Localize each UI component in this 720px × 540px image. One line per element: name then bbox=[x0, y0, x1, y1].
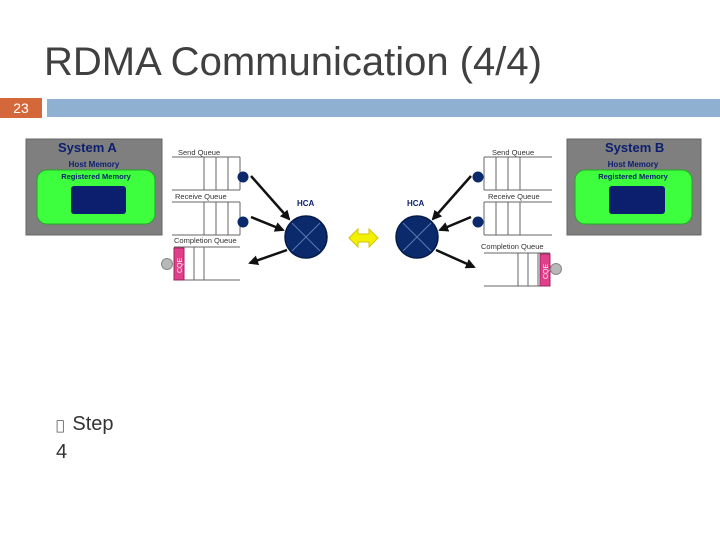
right-send-queue-dot bbox=[472, 171, 484, 183]
left-arrow-receive-to-hca bbox=[250, 215, 285, 232]
right-arrow-receive-to-hca bbox=[438, 215, 472, 232]
left-send-queue bbox=[172, 156, 241, 191]
right-receive-queue-dot bbox=[472, 216, 484, 228]
system-b: System B Host Memory Registered Memory bbox=[566, 138, 702, 236]
hca-link-arrow bbox=[348, 227, 379, 249]
slide-title: RDMA Communication (4/4) bbox=[44, 40, 542, 84]
left-receive-queue-label: Receive Queue bbox=[175, 192, 227, 201]
system-a-host-memory: Host Memory bbox=[69, 160, 120, 169]
system-a-buffer bbox=[71, 186, 126, 214]
right-cqe-entry bbox=[539, 253, 551, 287]
system-a: System A Host Memory Registered Memory bbox=[25, 138, 163, 236]
right-send-queue bbox=[483, 156, 552, 191]
right-hca: HCA bbox=[395, 199, 439, 259]
right-cqe-poll-dot bbox=[550, 263, 562, 275]
system-b-buffer bbox=[609, 186, 665, 214]
right-completion-queue bbox=[484, 252, 550, 287]
slide-number: 23 bbox=[0, 98, 42, 118]
left-cqe-entry bbox=[173, 247, 185, 281]
left-send-queue-dot bbox=[237, 171, 249, 183]
left-arrow-hca-to-completion bbox=[248, 248, 288, 266]
right-receive-queue-label: Receive Queue bbox=[488, 192, 540, 201]
left-receive-queue bbox=[172, 201, 241, 236]
system-a-title: System A bbox=[58, 140, 117, 155]
right-queues: Send Queue Receive Queue Completion Queu… bbox=[481, 148, 562, 287]
system-b-host-memory: Host Memory bbox=[608, 160, 659, 169]
right-hca-label: HCA bbox=[407, 199, 425, 208]
left-arrow-send-to-hca bbox=[250, 175, 291, 221]
left-send-queue-label: Send Queue bbox=[178, 148, 220, 157]
left-receive-queue-dot bbox=[237, 216, 249, 228]
left-hca-label: HCA bbox=[297, 199, 315, 208]
left-completion-queue-label: Completion Queue bbox=[174, 236, 237, 245]
right-receive-queue bbox=[483, 201, 552, 236]
left-cqe-label: CQE bbox=[177, 258, 184, 274]
right-completion-queue-label: Completion Queue bbox=[481, 242, 544, 251]
left-cqe-poll-dot bbox=[161, 258, 173, 270]
left-queues: Send Queue Receive Queue Completion Queu… bbox=[161, 148, 241, 281]
right-arrow-send-to-hca bbox=[431, 175, 472, 221]
bullet-text: Step bbox=[64, 413, 113, 435]
system-b-title: System B bbox=[605, 140, 664, 155]
right-send-queue-label: Send Queue bbox=[492, 148, 534, 157]
system-b-registered-memory-label: Registered Memory bbox=[598, 172, 668, 181]
bullet-symbol:  bbox=[56, 418, 64, 434]
right-cqe-label: CQE bbox=[543, 264, 550, 280]
left-hca: HCA bbox=[284, 199, 328, 259]
right-arrow-hca-to-completion bbox=[435, 248, 476, 269]
system-a-registered-memory-label: Registered Memory bbox=[61, 172, 131, 181]
bullet-step: Step 4 bbox=[56, 411, 176, 465]
bullet-continuation: 4 bbox=[56, 441, 68, 463]
title-underline-bar bbox=[47, 99, 720, 117]
